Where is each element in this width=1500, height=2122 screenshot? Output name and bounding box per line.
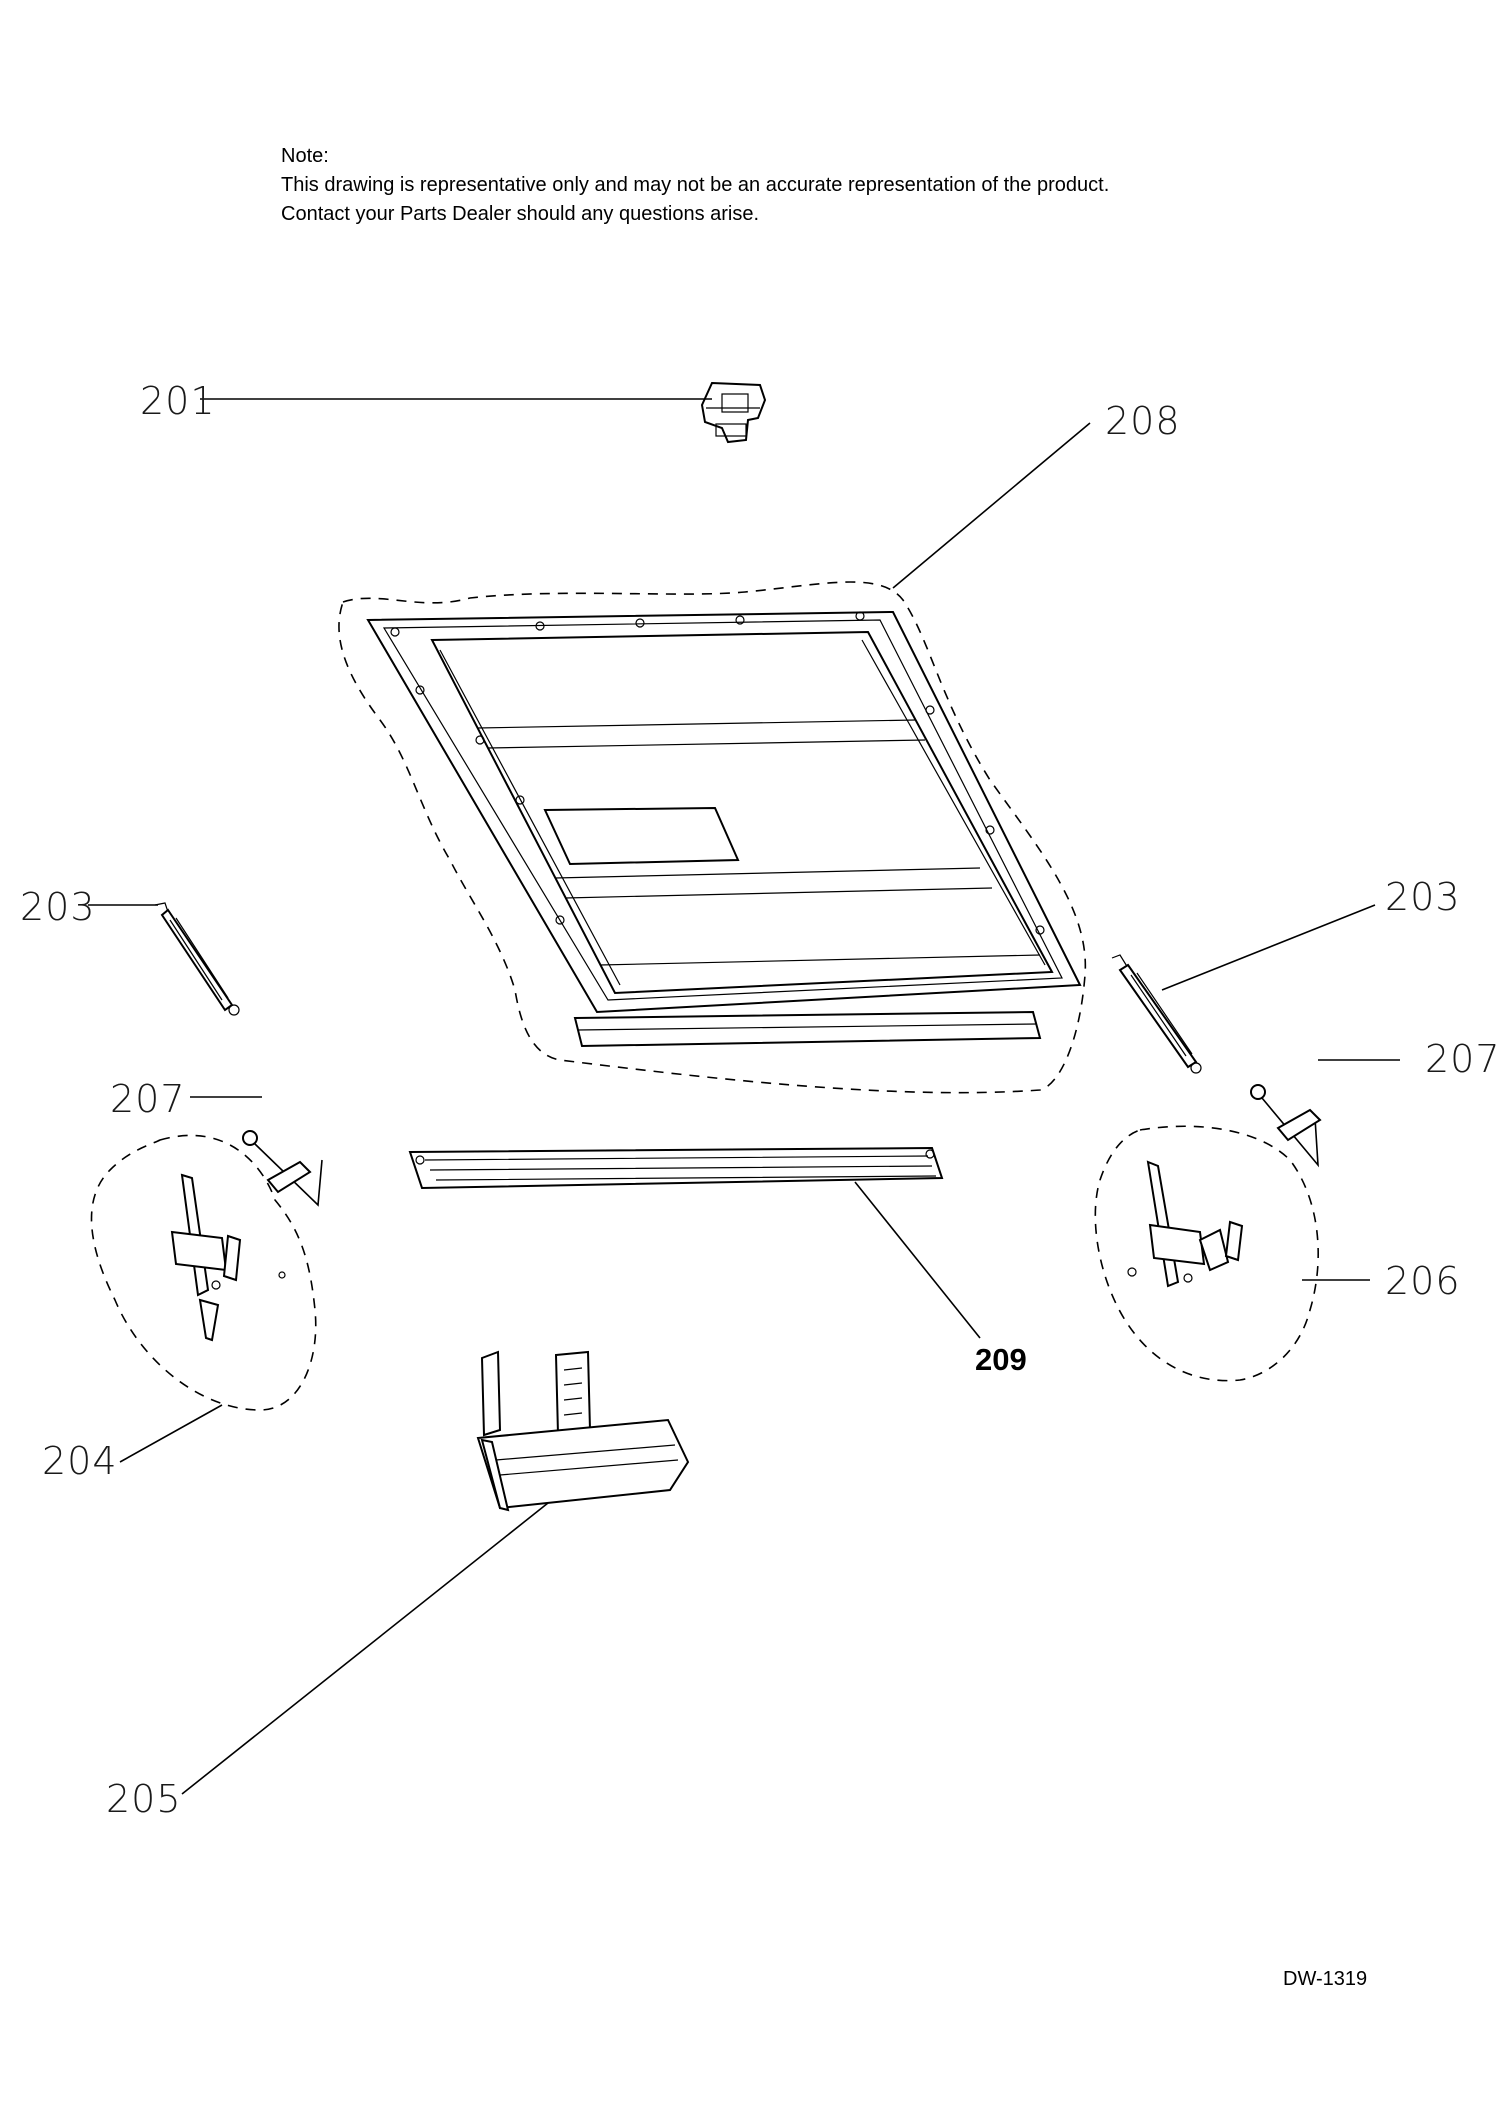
leader-209 [854, 1181, 981, 1339]
label-206: 206 [1385, 1259, 1461, 1303]
part-205-bottom-cover[interactable] [476, 1350, 690, 1512]
leader-203-right [1161, 904, 1376, 991]
part-206-boundary [1094, 1125, 1319, 1382]
label-207-left: 207 [110, 1077, 186, 1121]
part-208-boundary [338, 581, 1087, 1094]
part-207-left-cable[interactable] [242, 1130, 323, 1207]
drawing-code: DW-1319 [1283, 1968, 1368, 1990]
disclaimer-note: Note: This drawing is representative onl… [281, 142, 1109, 229]
note-line-2: Contact your Parts Dealer should any que… [281, 203, 760, 225]
label-205: 205 [106, 1777, 182, 1821]
note-line-1: This drawing is representative only and … [281, 174, 1110, 196]
part-203-left-spring[interactable] [154, 902, 240, 1016]
label-208: 208 [1105, 399, 1181, 443]
part-209-rail[interactable] [408, 1146, 944, 1190]
label-203-right: 203 [1385, 875, 1461, 919]
leader-205 [181, 1502, 549, 1795]
label-204: 204 [42, 1439, 118, 1483]
leader-204 [119, 1404, 223, 1463]
part-204-left-hinge[interactable] [90, 1134, 317, 1411]
part-208-bottom-strip[interactable] [573, 1010, 1042, 1048]
leader-208 [892, 422, 1091, 589]
note-heading: Note: [281, 145, 329, 167]
label-209: 209 [975, 1342, 1027, 1377]
part-206-right-hinge[interactable] [1094, 1125, 1319, 1382]
label-207-right: 207 [1425, 1037, 1500, 1081]
label-203-left: 203 [20, 885, 96, 929]
part-203-right-spring[interactable] [1111, 954, 1202, 1074]
part-201-latch[interactable] [700, 381, 767, 444]
part-204-boundary [90, 1134, 317, 1411]
part-208-inner-door[interactable] [338, 581, 1087, 1094]
label-201: 201 [140, 379, 216, 423]
part-207-right-cable[interactable] [1250, 1084, 1322, 1168]
